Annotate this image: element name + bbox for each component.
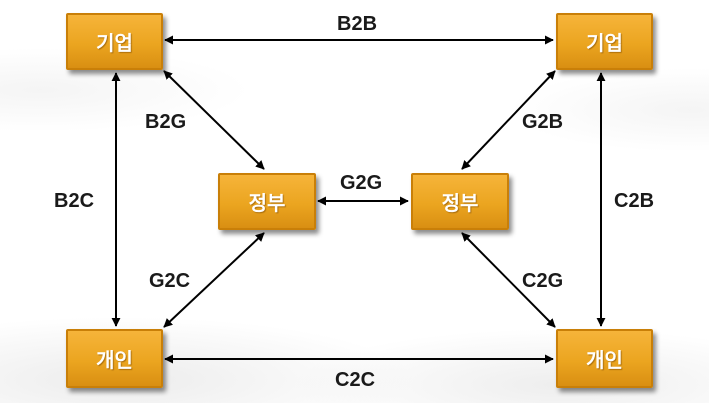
edge-label-b2g: B2G xyxy=(145,111,187,133)
node-company-top-right: 기업 xyxy=(556,13,653,70)
edge-label-g2b: G2B xyxy=(522,111,564,133)
node-government-left: 정부 xyxy=(218,173,316,230)
edge-label-b2b: B2B xyxy=(337,13,378,35)
arrow-g2c xyxy=(163,232,265,328)
edge-label-g2g: G2G xyxy=(340,172,383,194)
node-company-top-left: 기업 xyxy=(66,13,163,70)
edge-label-c2g: C2G xyxy=(522,270,564,292)
edge-label-c2c: C2C xyxy=(335,369,376,391)
arrow-c2g xyxy=(461,232,556,328)
node-individual-bottom-right: 개인 xyxy=(556,329,653,388)
edge-label-c2b: C2B xyxy=(614,190,655,212)
edge-label-g2c: G2C xyxy=(149,270,191,292)
node-individual-bottom-left: 개인 xyxy=(66,329,163,388)
node-government-right: 정부 xyxy=(411,173,509,230)
edge-label-b2c: B2C xyxy=(54,190,95,212)
arrow-b2g xyxy=(163,70,265,170)
arrow-g2b xyxy=(461,70,556,170)
